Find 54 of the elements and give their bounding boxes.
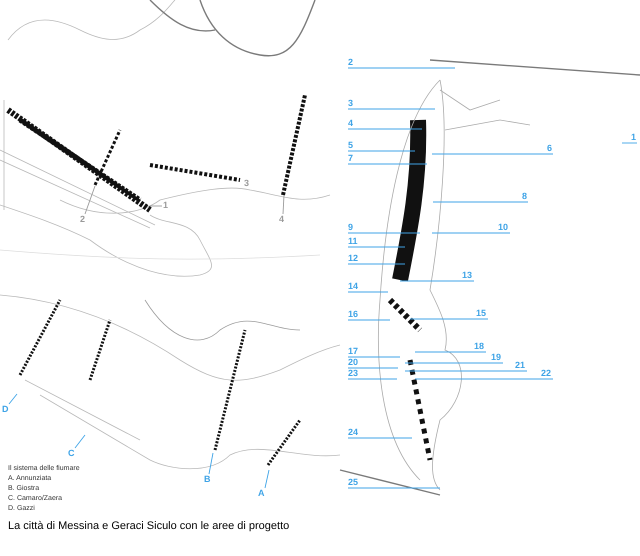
leader-line	[622, 142, 638, 144]
leader-line	[208, 452, 214, 474]
callout-number: 14	[348, 281, 358, 291]
callout-number: 8	[522, 191, 528, 201]
callout-number: 24	[348, 427, 358, 437]
leader-line	[348, 232, 420, 234]
leader-line	[84, 186, 96, 214]
leader-line	[414, 378, 554, 380]
callout-number: 3	[244, 178, 250, 188]
leader-line	[404, 370, 528, 372]
leader-line	[8, 394, 18, 404]
callout-number: 6	[547, 143, 552, 153]
callout-number: 18	[474, 341, 484, 351]
leader-line	[400, 280, 474, 282]
callout-number: 9	[348, 222, 354, 232]
callout-number: 15	[476, 308, 486, 318]
callout-number: 16	[348, 309, 358, 319]
leader-line	[432, 232, 510, 234]
callout-number: 10	[498, 222, 508, 232]
callout-number: 21	[515, 360, 526, 370]
callout-number: 2	[80, 214, 86, 224]
callout-number: 11	[348, 236, 358, 246]
callout-number: 12	[348, 253, 358, 263]
callout-number: 20	[348, 357, 358, 367]
callout-number: 7	[348, 153, 354, 163]
callout-number: 2	[348, 57, 354, 67]
leader-line	[264, 470, 270, 488]
callout-number: 4	[279, 214, 284, 224]
callout-number: 13	[462, 270, 472, 280]
leader-line	[404, 362, 504, 364]
leader-line	[348, 356, 400, 358]
callout-number: C	[68, 448, 74, 458]
leader-line	[348, 378, 398, 380]
callout-number: 1	[631, 132, 636, 142]
callout-number: 5	[348, 140, 354, 150]
callout-number: 3	[348, 98, 354, 108]
leader-line	[282, 194, 284, 214]
leader-line	[348, 128, 422, 130]
callout-number: 4	[348, 118, 354, 128]
callout-number: 19	[491, 352, 502, 362]
callout-number: 23	[348, 368, 358, 378]
callout-number: B	[204, 474, 210, 484]
callout-number: 17	[348, 346, 358, 356]
leader-line	[348, 246, 406, 248]
callout-number: D	[2, 404, 8, 414]
leader-line	[348, 150, 416, 152]
callout-number: 25	[348, 477, 358, 487]
callout-number: 22	[541, 368, 552, 378]
callout-number: A	[258, 488, 264, 498]
caption: La città di Messina e Geraci Siculo con le aree di progetto	[8, 519, 290, 534]
leader-line	[74, 434, 86, 448]
leader-line	[348, 108, 436, 110]
callout-number: 1	[163, 200, 168, 210]
leader-line	[410, 318, 488, 320]
